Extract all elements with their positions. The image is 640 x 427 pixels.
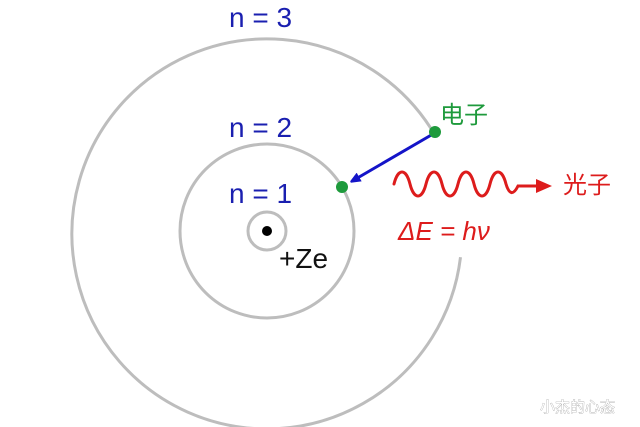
photon-wave [392,170,552,198]
nucleus-charge-label: +Ze [279,243,328,274]
orbit-n1 [246,210,288,252]
orbit-n3 [70,37,462,427]
orbit-n2 [178,142,356,320]
nucleus [262,226,272,236]
transition-arrow [354,132,434,180]
photon-label: 光子 [563,171,611,199]
orbit-label-n1: n = 1 [229,178,292,209]
energy-relation-label: ΔE = hν [397,216,490,246]
electron-label: 电子 [440,101,488,129]
electron-final [336,181,348,193]
electron-initial [429,126,441,138]
watermark-text: 小杰的心态 [540,398,615,416]
orbit-label-n3: n = 3 [229,2,292,33]
orbit-label-n2: n = 2 [229,112,292,143]
